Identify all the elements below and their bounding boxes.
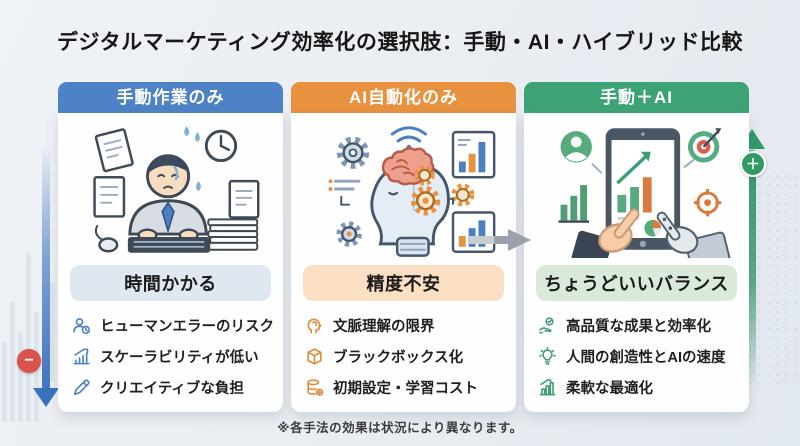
- card-hybrid: 手動＋AI: [524, 82, 749, 412]
- hand-check-icon: [538, 316, 557, 335]
- tablet-pie-chart: [643, 219, 661, 237]
- black-box-icon: [305, 347, 324, 366]
- robot-hand: [656, 211, 730, 258]
- bullet-item: ヒューマンエラーのリスク: [72, 310, 278, 341]
- mouse: [94, 224, 118, 253]
- bullet-label: 人間の創造性とAIの速度: [566, 350, 726, 366]
- card-hybrid-badge: ちょうどいいバランス: [536, 265, 737, 301]
- gear-icon: [450, 183, 474, 207]
- bullet-item: 人間の創造性とAIの速度: [538, 341, 744, 372]
- database-cost-icon: [305, 378, 324, 397]
- bar-chart-top: [451, 130, 495, 179]
- card-ai: AI自動化のみ: [291, 82, 516, 412]
- keyboard: [127, 237, 210, 253]
- bullet-label: 初期設定・学習コスト: [333, 381, 478, 397]
- bullet-label: 柔軟な最適化: [566, 381, 653, 397]
- card-manual-bullets: ヒューマンエラーのリスク スケーラビリティが低い: [72, 310, 278, 403]
- head-brain-icon: [305, 316, 324, 335]
- crosshair-target-icon: [693, 189, 721, 217]
- paper-right: [228, 179, 259, 219]
- chart-growth-icon: [72, 347, 91, 366]
- bullet-label: ブラックボックス化: [333, 350, 464, 366]
- bullet-item: ブラックボックス化: [305, 341, 511, 372]
- clock-icon: [204, 129, 237, 163]
- card-ai-body: 精度不安 文脈理解の限界: [291, 113, 516, 412]
- robot-gear-eye: [410, 186, 440, 216]
- bullet-label: 高品質な成果と効率化: [566, 319, 711, 335]
- down-arrow-head-icon: [33, 388, 59, 407]
- text-lines: [328, 179, 360, 206]
- plus-icon: ＋: [740, 151, 766, 177]
- pencil-icon: [72, 378, 91, 397]
- gear-icon: [336, 136, 369, 169]
- user-avatar-icon: [560, 131, 592, 163]
- card-manual-body: 時間かかる ヒューマンエラーのリスク: [58, 113, 283, 412]
- bullet-item: 初期設定・学習コスト: [305, 372, 511, 403]
- card-ai-badge: 精度不安: [303, 265, 504, 301]
- gear-icon: [413, 164, 435, 186]
- ai-illustration: [301, 117, 506, 261]
- tablet-hands-illustration: [558, 128, 730, 258]
- bullet-item: スケーラビリティが低い: [72, 341, 278, 372]
- worker-tie: [160, 201, 175, 234]
- bullet-item: 文脈理解の限界: [305, 310, 511, 341]
- sweat-drops: [183, 126, 201, 191]
- human-hand: [571, 208, 640, 258]
- lightbulb-icon: [538, 347, 557, 366]
- page-title: デジタルマーケティング効率化の選択肢：手動・AI・ハイブリッド比較: [57, 31, 743, 54]
- card-hybrid-body: ちょうどいいバランス 高品質な成果と効率化: [524, 113, 749, 412]
- gear-icon: [335, 221, 362, 247]
- wifi-icon: [390, 126, 427, 150]
- bullet-label: ヒューマンエラーのリスク: [100, 319, 274, 335]
- bullet-label: 文脈理解の限界: [333, 319, 435, 335]
- robot-neck: [395, 236, 430, 257]
- dart-target-icon: [687, 128, 721, 163]
- minus-icon: −: [17, 349, 41, 373]
- ai-head-illustration: [328, 126, 495, 257]
- card-hybrid-header: 手動＋AI: [524, 82, 749, 113]
- bullet-label: スケーラビリティが低い: [100, 350, 259, 366]
- card-manual-header: 手動作業のみ: [58, 82, 283, 113]
- card-ai-header: AI自動化のみ: [291, 82, 516, 113]
- mini-bar-chart: [558, 185, 589, 223]
- papers-left: [92, 128, 134, 218]
- worker-head: [145, 154, 190, 199]
- card-ai-bullets: 文脈理解の限界 ブラックボックス化: [305, 310, 511, 403]
- bullet-item: クリエイティブな負担: [72, 372, 278, 403]
- card-manual: 手動作業のみ: [58, 82, 283, 412]
- card-manual-badge: 時間かかる: [70, 265, 271, 301]
- bar-chart-up-icon: [538, 378, 557, 397]
- bullet-item: 高品質な成果と効率化: [538, 310, 744, 341]
- manual-illustration: [68, 117, 273, 261]
- bullet-label: クリエイティブな負担: [100, 381, 244, 397]
- transition-arrow-icon: [468, 229, 531, 251]
- person-clock-icon: [72, 316, 91, 335]
- card-hybrid-bullets: 高品質な成果と効率化 人間の創造性とAIの速度: [538, 310, 744, 403]
- footnote: ※各手法の効果は状況により異なります。: [277, 421, 523, 435]
- up-arrow-icon: [748, 150, 756, 388]
- down-arrow-icon: [42, 148, 50, 390]
- paper-stack: [206, 218, 258, 251]
- stressed-worker-illustration: [92, 126, 259, 253]
- tablet-growth-chart: [615, 151, 652, 213]
- bullet-item: 柔軟な最適化: [538, 372, 744, 403]
- hybrid-illustration: [534, 117, 739, 261]
